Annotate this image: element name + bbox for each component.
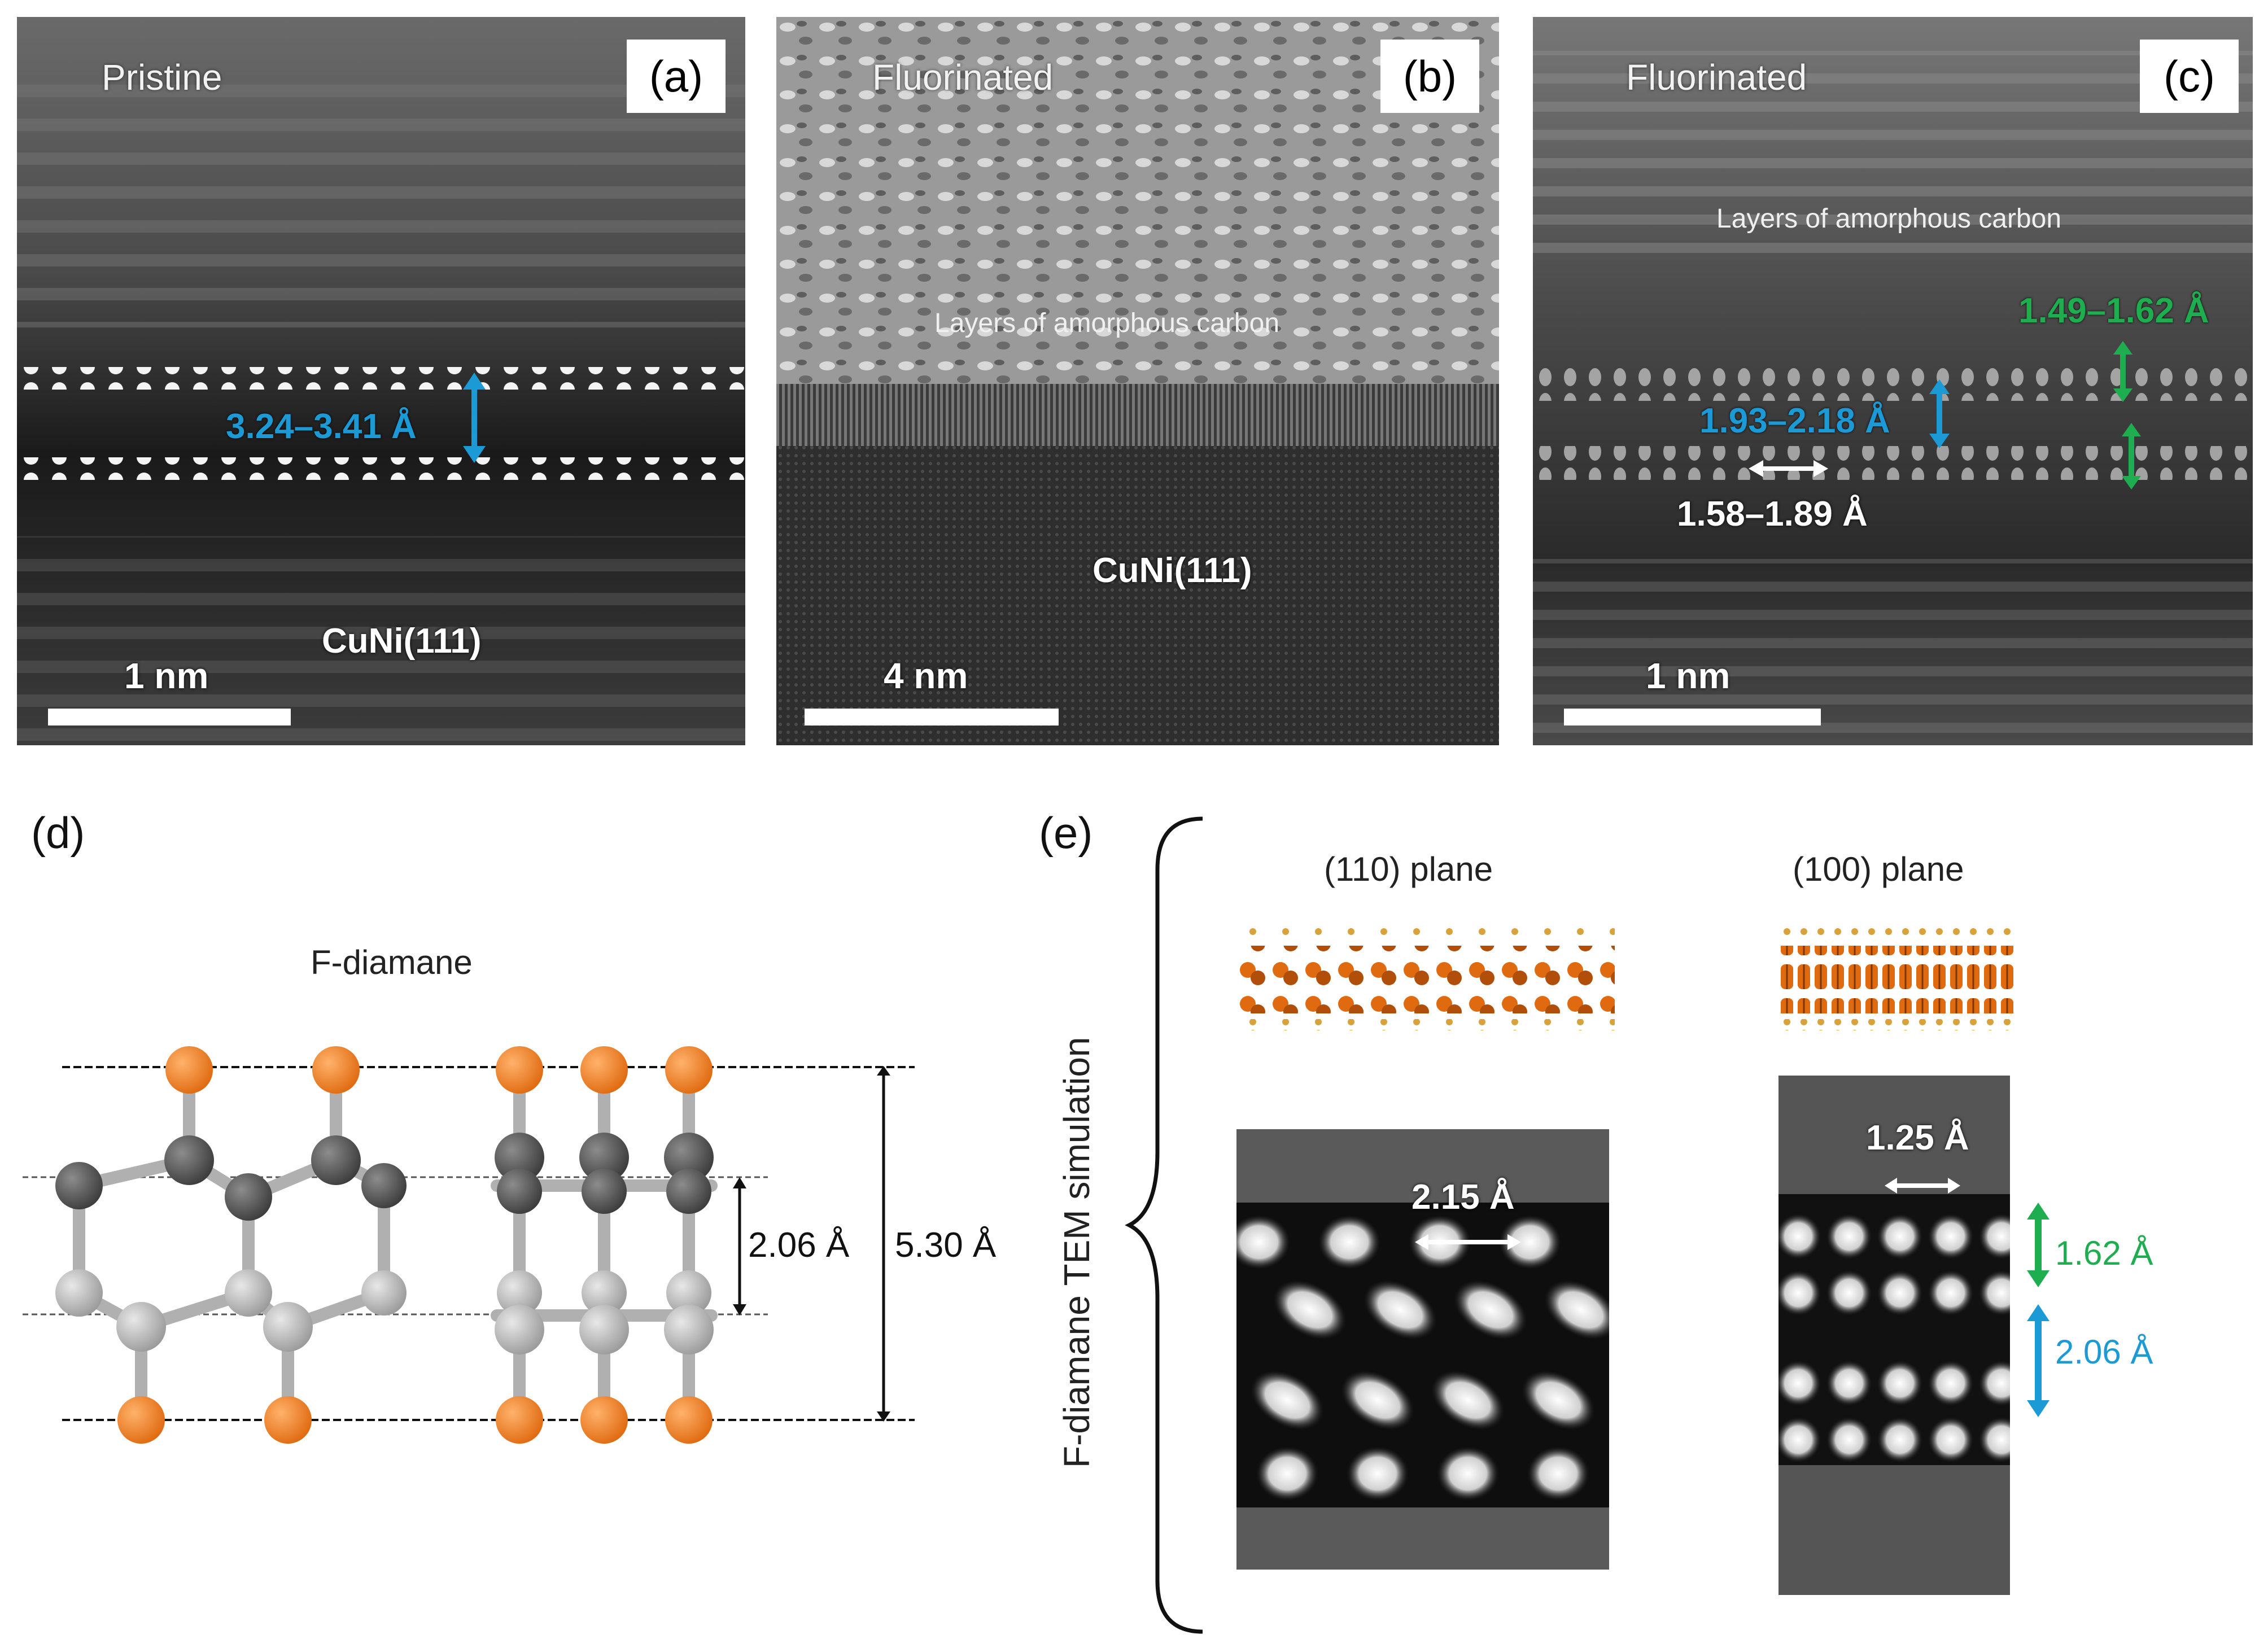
curly-brace — [1125, 816, 1203, 1634]
panel-c-tem-image: Fluorinated (c) Layers of amorphous carb… — [1533, 17, 2253, 745]
panel-b-tem-image: Fluorinated (b) Layers of amorphous carb… — [776, 17, 1499, 745]
panel-a-blue-arrow — [463, 373, 486, 463]
f-diamane-structure — [23, 1046, 915, 1444]
dimension-outer: 5.30 Å — [895, 1226, 997, 1265]
plane-100-model — [1778, 926, 2016, 1030]
plane-110-title: (110) plane — [1324, 850, 1493, 888]
panel-b-scale-bar — [805, 709, 1059, 726]
plane-100-spacing: 1.25 Å — [1866, 1118, 1969, 1157]
panel-d-title: F-diamane — [311, 943, 473, 981]
panel-c-spacing-blue: 1.93–2.18 Å — [1699, 401, 1890, 440]
panel-c-scale-bar — [1564, 709, 1821, 726]
panel-b-substrate: CuNi(111) — [1093, 551, 1252, 590]
panel-c-spacing-white: 1.58–1.89 Å — [1677, 495, 1868, 534]
panel-b-label: (b) — [1380, 40, 1479, 113]
plane-100-spacing-green: 1.62 Å — [2055, 1234, 2153, 1272]
plane-100-title: (100) plane — [1793, 850, 1964, 888]
panel-e-vertical-title: F-diamane TEM simulation — [1056, 1037, 1097, 1468]
fluorinated-overview-micrograph — [776, 17, 1499, 745]
panel-b-title: Fluorinated — [872, 57, 1054, 98]
plane-100-simulated-image: 1.25 Å — [1778, 1076, 2010, 1595]
plane-100-side-arrows — [2027, 1203, 2049, 1417]
panel-a-spacing: 3.24–3.41 Å — [226, 407, 417, 446]
panel-a-title: Pristine — [102, 57, 222, 98]
panel-d-label: (d) — [31, 808, 85, 858]
panel-b-scale-label: 4 nm — [884, 655, 968, 696]
panel-a-scale-label: 1 nm — [124, 655, 209, 696]
panel-c-layer-note: Layers of amorphous carbon — [1716, 204, 2062, 234]
panel-a-scale-bar — [48, 709, 291, 726]
panel-a-label: (a) — [627, 40, 726, 113]
panel-b-layer-note: Layers of amorphous carbon — [934, 308, 1280, 338]
panel-c-spacing-green: 1.49–1.62 Å — [2018, 291, 2209, 330]
panel-c-title: Fluorinated — [1626, 57, 1807, 98]
panel-c-scale-label: 1 nm — [1646, 655, 1731, 696]
panel-e-label: (e) — [1039, 808, 1093, 858]
plane-110-model — [1236, 926, 1615, 1030]
plane-100-spacing-blue: 2.06 Å — [2055, 1333, 2153, 1371]
panel-c-arrows — [1749, 341, 2141, 490]
plane-110-simulated-image: 2.15 Å — [1236, 1129, 1609, 1570]
panel-a-tem-image: Pristine (a) 3.24–3.41 Å CuNi(111) 1 nm — [17, 17, 745, 745]
panel-a-substrate: CuNi(111) — [322, 622, 482, 661]
dimension-inner: 2.06 Å — [748, 1226, 850, 1265]
panel-c-label: (c) — [2140, 40, 2239, 113]
plane-110-spacing: 2.15 Å — [1412, 1178, 1515, 1217]
